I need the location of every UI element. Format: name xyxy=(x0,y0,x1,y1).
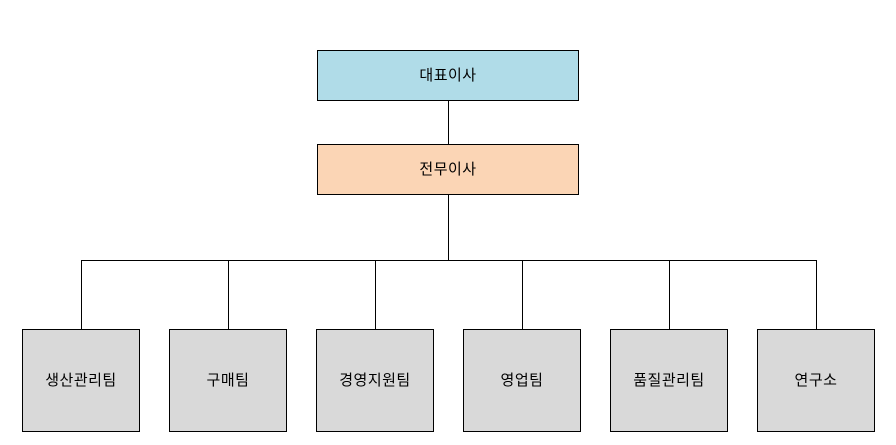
connector-drop-6 xyxy=(816,260,817,329)
org-node-managing-director-label: 전무이사 xyxy=(419,161,477,178)
org-node-team-3[interactable]: 경영지원팀 xyxy=(316,329,434,432)
org-node-ceo-label: 대표이사 xyxy=(419,67,477,84)
org-node-team-5-label: 품질관리팀 xyxy=(633,372,705,389)
connector-ceo-to-director xyxy=(448,100,449,145)
org-node-team-2-label: 구매팀 xyxy=(206,372,250,389)
connector-drop-1 xyxy=(81,260,82,329)
org-node-team-1[interactable]: 생산관리팀 xyxy=(22,329,140,432)
connector-drop-4 xyxy=(522,260,523,329)
connector-drop-3 xyxy=(375,260,376,329)
org-node-team-6-label: 연구소 xyxy=(794,372,838,389)
org-node-team-6[interactable]: 연구소 xyxy=(757,329,875,432)
org-node-team-3-label: 경영지원팀 xyxy=(339,372,411,389)
org-node-team-5[interactable]: 품질관리팀 xyxy=(610,329,728,432)
connector-horizontal-bus xyxy=(81,260,817,261)
org-node-team-4-label: 영업팀 xyxy=(500,372,544,389)
org-node-managing-director[interactable]: 전무이사 xyxy=(317,144,579,195)
org-node-team-1-label: 생산관리팀 xyxy=(45,372,117,389)
org-node-team-4[interactable]: 영업팀 xyxy=(463,329,581,432)
connector-drop-2 xyxy=(228,260,229,329)
connector-director-to-bus xyxy=(448,194,449,261)
connector-drop-5 xyxy=(669,260,670,329)
org-node-team-2[interactable]: 구매팀 xyxy=(169,329,287,432)
org-node-ceo[interactable]: 대표이사 xyxy=(317,50,579,101)
